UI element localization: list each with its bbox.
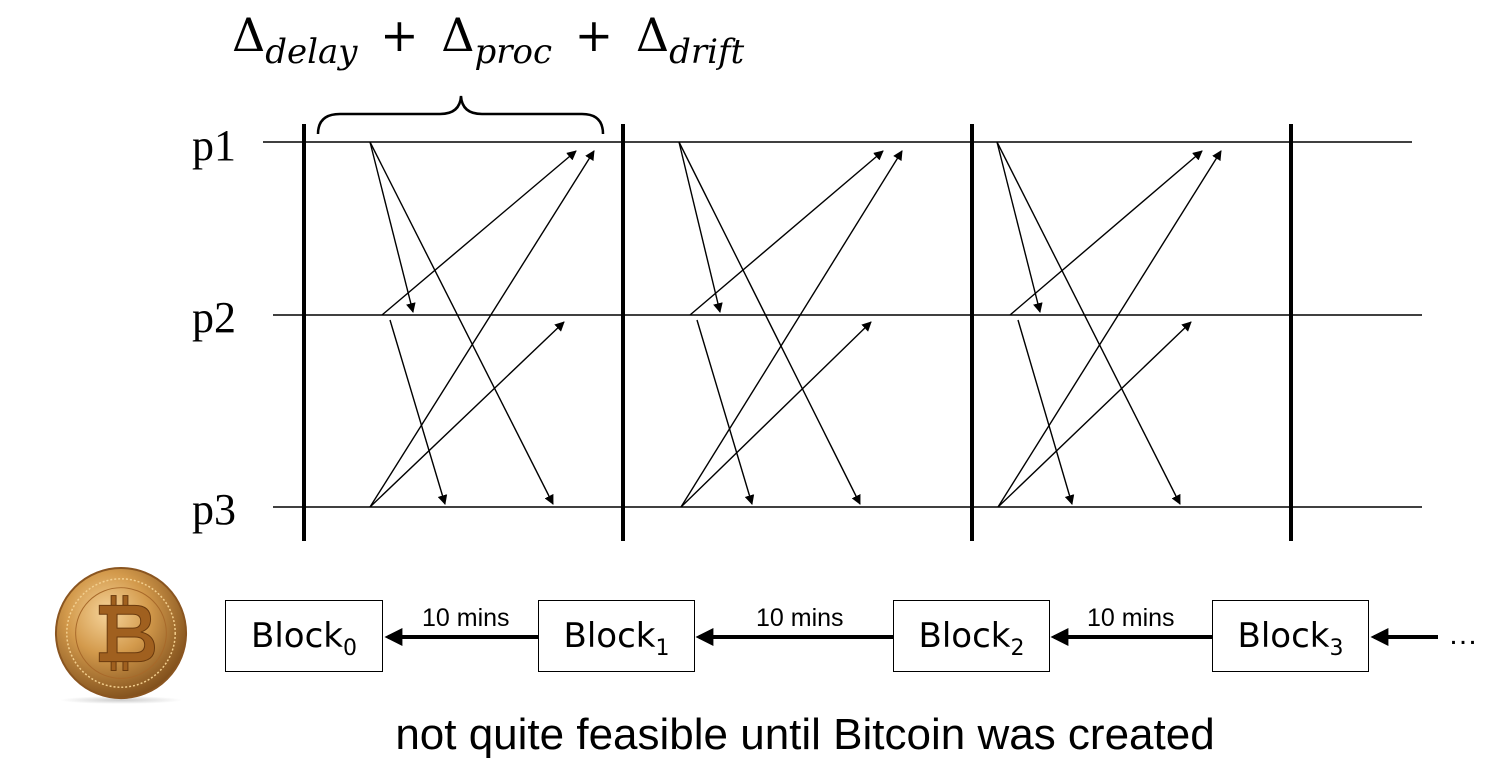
round-2-messages (678, 141, 903, 508)
interval-brace (316, 95, 605, 135)
block-label: Block (563, 616, 656, 656)
delta-formula: Δdelay + Δproc + Δdrift (232, 8, 744, 72)
caption: not quite feasible until Bitcoin was cre… (395, 710, 1215, 759)
message-arrow (369, 150, 595, 508)
block-label: Block (918, 616, 1011, 656)
message-arrow (369, 141, 416, 313)
plus-sign: + (574, 8, 614, 62)
message-arrow (678, 141, 861, 505)
message-arrow (689, 150, 884, 316)
proc-subscript: proc (474, 32, 553, 72)
round-1-messages (369, 141, 595, 508)
plus-sign: + (380, 8, 419, 62)
block-label: Block (251, 616, 343, 656)
message-arrow (997, 150, 1222, 508)
message-arrow (680, 150, 903, 508)
delay-subscript: delay (265, 32, 358, 72)
interval-label: 10 mins (1087, 604, 1175, 632)
message-arrow (1017, 319, 1075, 505)
interval-label: 10 mins (422, 604, 510, 632)
message-arrow (996, 141, 1181, 505)
delta-symbol: Δ (441, 8, 475, 62)
round-3-messages (996, 141, 1222, 508)
message-arrow (996, 141, 1043, 313)
process-label-p2: p2 (192, 293, 236, 342)
message-arrow (1009, 150, 1203, 316)
delta-symbol: Δ (232, 8, 266, 62)
block-index: 0 (342, 635, 357, 661)
process-label-p3: p3 (192, 485, 236, 534)
delta-symbol: Δ (635, 8, 670, 62)
message-arrow (696, 319, 755, 505)
message-arrow (680, 321, 872, 508)
message-arrow (997, 321, 1192, 508)
bitcoin-coin-icon (54, 566, 188, 704)
block-index: 3 (1329, 635, 1344, 661)
chain-continues-ellipsis: … (1448, 618, 1478, 651)
process-label-p1: p1 (192, 121, 236, 170)
interval-label: 10 mins (756, 604, 844, 632)
message-arrow (381, 150, 577, 316)
block-label: Block (1237, 616, 1330, 656)
drift-subscript: drift (669, 32, 745, 72)
message-arrow (369, 141, 554, 505)
message-arrow (369, 321, 565, 508)
block-index: 2 (1010, 635, 1025, 661)
message-arrow (389, 319, 448, 505)
message-arrow (678, 141, 723, 313)
block-index: 1 (655, 635, 670, 661)
